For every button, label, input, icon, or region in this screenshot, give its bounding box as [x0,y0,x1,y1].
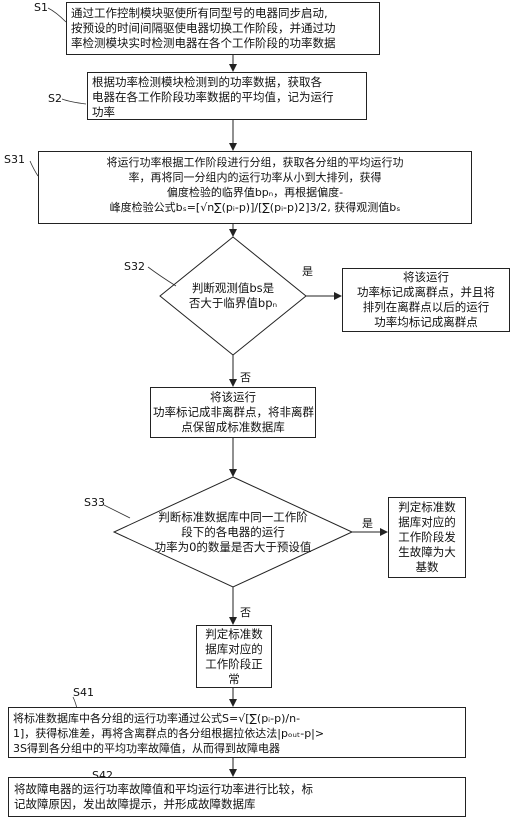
step-label-s1: S1 [34,1,48,14]
step-label-s31: S31 [4,153,25,166]
fault-major-line: 基数 [415,560,439,574]
step-s42-line: 将故障电器的运行功率故障值和平均运行功率进行比较，标 [14,782,313,796]
step-s2-line: 电器在各工作阶段功率数据的平均值，记为运行 [92,90,334,104]
leader-s1 [47,7,67,23]
non-outlier-line: 点保留成标准数据库 [181,420,285,434]
decision-s33-line: 功率为0的数量是否大于预设值 [154,540,312,554]
decision-s32-text: 判断观测值bs是 否大于临界值bpₙ [178,281,288,311]
step-s41-line: 1]，获得标准差，再将含离群点的各分组根据拉依达法|pₒᵤₜ-p|> [13,727,325,740]
step-label-s32: S32 [124,260,145,273]
step-s42-box: 将故障电器的运行功率故障值和平均运行功率进行比较，标 记故障原因，发出故障提示，… [8,777,466,817]
step-s1-line: 按预设的时间间隔驱使电器切换工作阶段，并通过功 [71,21,336,35]
step-s31-line: 偏度检验的临界值bpₙ，再根据偏度- [166,186,344,199]
step-s1-line: 率检测模块实时检测电器在各个工作阶段的功率数据 [71,36,336,50]
step-s2-line: 功率 [92,105,115,119]
outlier-line: 排列在离群点以后的运行 [362,300,490,314]
fault-major-line: 判定标准数 [398,500,456,514]
s32-yes-label: 是 [302,265,313,278]
leader-s2 [61,98,87,105]
step-label-s2: S2 [48,92,62,105]
normal-line: 常 [228,672,240,686]
non-outlier-line: 将该运行 [210,390,256,404]
step-s31-line: 率，再将同一分组内的运行功率从小到大排列，获得 [128,171,382,184]
decision-s33-line: 判断标准数据库中同一工作阶 [158,510,308,524]
step-label-s41: S41 [73,686,94,699]
normal-box: 判定标准数 据库对应的 工作阶段正 常 [196,625,272,688]
s32-no-label: 否 [240,371,251,384]
outlier-line: 功率均标记成离群点 [374,315,478,329]
step-label-s33: S33 [84,496,105,509]
non-outlier-box: 将该运行 功率标记成非离群点，将非离群 点保留成标准数据库 [150,387,316,438]
decision-s32-line: 否大于临界值bpₙ [188,296,278,310]
s33-yes-label: 是 [362,517,373,530]
step-s2-line: 根据功率检测模块检测到的功率数据，获取各 [92,75,322,89]
step-s41-line: 将标准数据库中各分组的运行功率通过公式S=√[∑(pᵢ-p)/n- [13,712,301,725]
step-s31-line: 将运行功率根据工作阶段进行分组，获取各分组的平均运行功 [106,156,404,169]
fault-major-line: 据库对应的 [398,515,456,529]
normal-line: 判定标准数 [205,627,263,641]
step-s42-line: 记故障原因，发出故障提示，并形成故障数据库 [14,797,256,811]
leader-s31 [29,160,39,177]
decision-s32-line: 判断观测值bs是 [191,281,275,295]
decision-s33-text: 判断标准数据库中同一工作阶 段下的各电器的运行 功率为0的数量是否大于预设值 [133,510,333,555]
step-s41-line: 3S得到各分组中的平均功率故障值，从而得到故障电器 [13,742,280,755]
decision-s33-line: 段下的各电器的运行 [181,525,285,539]
leader-s33 [103,504,131,519]
outlier-line: 将该运行 [403,270,449,284]
fault-major-box: 判定标准数 据库对应的 工作阶段发 生故障为大 基数 [388,497,466,578]
step-s1-line: 通过工作控制模块驱使所有同型号的电器同步启动, [71,6,328,20]
step-s2-box: 根据功率检测模块检测到的功率数据，获取各 电器在各工作阶段功率数据的平均值，记为… [87,72,367,120]
normal-line: 工作阶段正 [205,657,263,671]
fault-major-line: 生故障为大 [398,545,456,559]
outlier-line: 功率标记成离群点，并且将 [357,285,495,299]
outlier-box: 将该运行 功率标记成离群点，并且将 排列在离群点以后的运行 功率均标记成离群点 [342,268,510,332]
non-outlier-line: 功率标记成非离群点，将非离群 [153,405,314,419]
step-s31-line: 峰度检验公式bₛ=[√n∑(pᵢ-p)]/[∑(pᵢ-p)2]3/2, 获得观测… [109,201,401,214]
step-s31-box: 将运行功率根据工作阶段进行分组，获取各分组的平均运行功 率，再将同一分组内的运行… [38,151,472,224]
leader-s32 [147,266,177,287]
s33-no-label: 否 [240,606,251,619]
fault-major-line: 工作阶段发 [398,530,456,544]
step-s1-box: 通过工作控制模块驱使所有同型号的电器同步启动, 按预设的时间间隔驱使电器切换工作… [66,2,380,55]
normal-line: 据库对应的 [205,642,263,656]
step-s41-box: 将标准数据库中各分组的运行功率通过公式S=√[∑(pᵢ-p)/n- 1]，获得标… [8,707,466,758]
